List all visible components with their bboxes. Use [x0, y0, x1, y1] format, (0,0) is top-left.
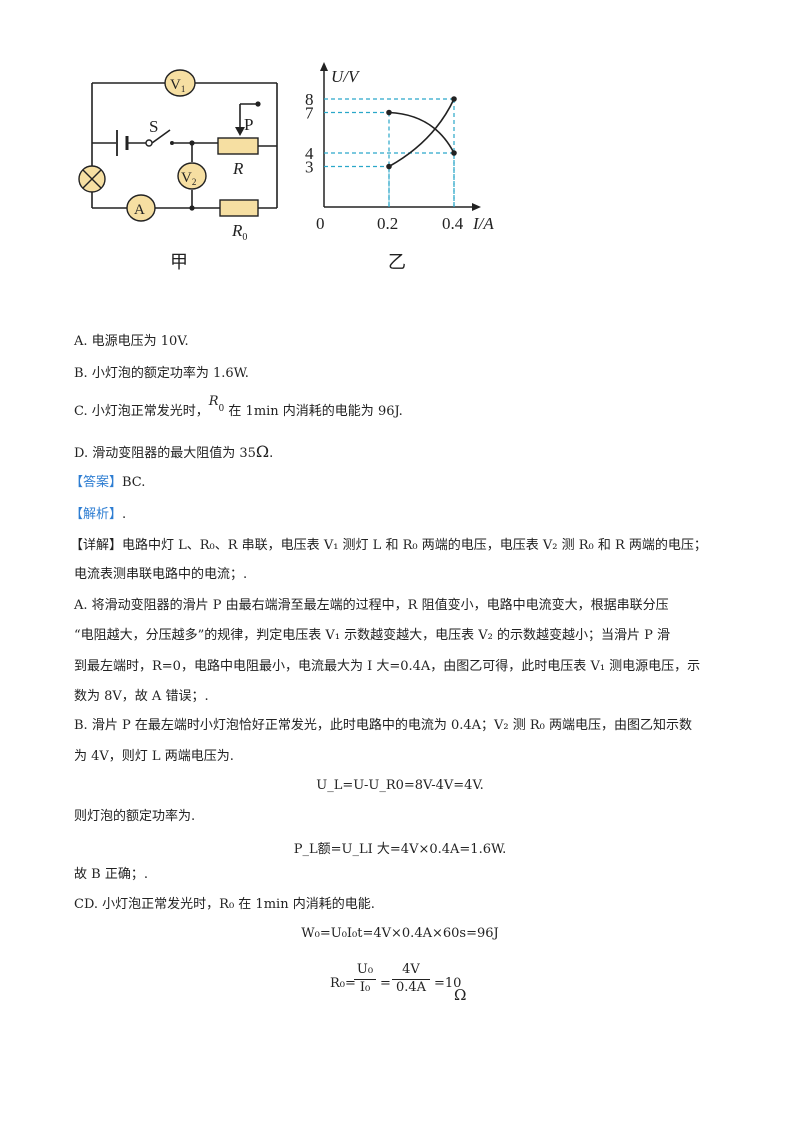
data-point [451, 150, 457, 156]
voltmeter-v1 [164, 69, 196, 97]
ammeter [126, 194, 156, 222]
y-tick-label: 3 [305, 158, 314, 177]
resistor-r0 [219, 199, 259, 217]
caption-yi: 乙 [388, 252, 406, 273]
resistor-r0-label: R0 [231, 221, 247, 243]
series-line [388, 98, 455, 168]
section-b-line-3: 则灯泡的额定功率为. [74, 809, 196, 824]
switch-contact [145, 139, 153, 147]
y-tick-label: 7 [305, 104, 314, 123]
x-tick-label: 0.2 [377, 214, 398, 233]
origin-label: 0 [316, 214, 325, 233]
ammeter-label: A [134, 202, 145, 218]
answer: 【答案】BC. [70, 475, 146, 490]
section-b-eq-2: P_L额=U_LI 大=4V×0.4A=1.6W. [293, 842, 507, 857]
ui-graph: 34 78 0.2 0.4 [305, 62, 481, 233]
option-c: C. 小灯泡正常发光时，R0 在 1min 内消耗的电能为 96J. [74, 394, 403, 419]
slider-label: P [244, 115, 253, 134]
section-b-line-1: B. 滑片 P 在最左端时小灯泡恰好正常发光，此时电路中的电流为 0.4A；V₂… [74, 718, 693, 733]
y-tick-label: 8 [305, 90, 314, 109]
section-a-line-4: 数为 8V，故 A 错误；. [74, 689, 209, 704]
switch-contact [170, 141, 174, 145]
option-a: A. 电源电压为 10V. [74, 334, 189, 349]
section-a-line-3: 到最左端时，R=0，电路中电阻最小，电流最大为 I 大=0.4A，由图乙可得，此… [74, 659, 701, 674]
detail-line-1: 【详解】电路中灯 L、R₀、R 串联，电压表 V₁ 测灯 L 和 R₀ 两端的电… [70, 538, 707, 553]
section-cd-eq-2: R₀= U₀ I₀ = 4V 0.4A =10 Ω [330, 962, 467, 1004]
section-cd-line-1: CD. 小灯泡正常发光时，R₀ 在 1min 内消耗的电能. [74, 897, 375, 912]
option-b: B. 小灯泡的额定功率为 1.6W. [74, 366, 249, 381]
x-tick-label: 0.4 [442, 214, 464, 233]
junction-dot [189, 205, 195, 211]
lamp-cross [82, 169, 102, 189]
switch-label: S [149, 117, 158, 136]
option-d: D. 滑动变阻器的最大阻值为 35Ω. [74, 442, 274, 462]
section-cd-eq-1: W₀=U₀I₀t=4V×0.4A×60s=96J [301, 926, 499, 941]
circuit-diagram [91, 82, 278, 209]
resistor-r-label: R [232, 159, 244, 178]
section-a-line-2: “电阻越大，分压越多”的规律，判定电压表 V₁ 示数越变越大，电压表 V₂ 的示… [74, 628, 671, 643]
section-b-eq-1: U_L=U-U_R0=8V-4V=4V. [316, 778, 484, 793]
x-axis-arrow-icon [472, 203, 481, 211]
junction-dot [255, 101, 261, 107]
data-point [386, 163, 392, 170]
analysis: 【解析】. [70, 507, 127, 522]
y-tick-label: 4 [305, 144, 314, 163]
v2-label: V2 [181, 170, 196, 187]
section-b-line-2: 为 4V，则灯 L 两端电压为. [74, 749, 234, 764]
data-point [451, 96, 457, 102]
v1-label: V1 [170, 77, 185, 94]
slider-arrow-icon [235, 127, 245, 136]
junction-dot [189, 140, 195, 146]
series-line [388, 111, 455, 154]
section-a-line-1: A. 将滑动变阻器的滑片 P 由最右端滑至最左端的过程中，R 阻值变小，电路中电… [74, 598, 669, 613]
caption-jia: 甲 [170, 252, 188, 273]
y-axis-arrow-icon [320, 62, 328, 71]
data-point [386, 109, 392, 116]
y-axis-label: U/V [331, 67, 361, 86]
x-axis-label: I/A [472, 214, 494, 233]
voltmeter-v2 [177, 162, 207, 190]
resistor-r [217, 137, 259, 155]
section-b-line-4: 故 B 正确；. [74, 867, 148, 882]
detail-line-2: 电流表测串联电路中的电流；. [74, 567, 248, 582]
